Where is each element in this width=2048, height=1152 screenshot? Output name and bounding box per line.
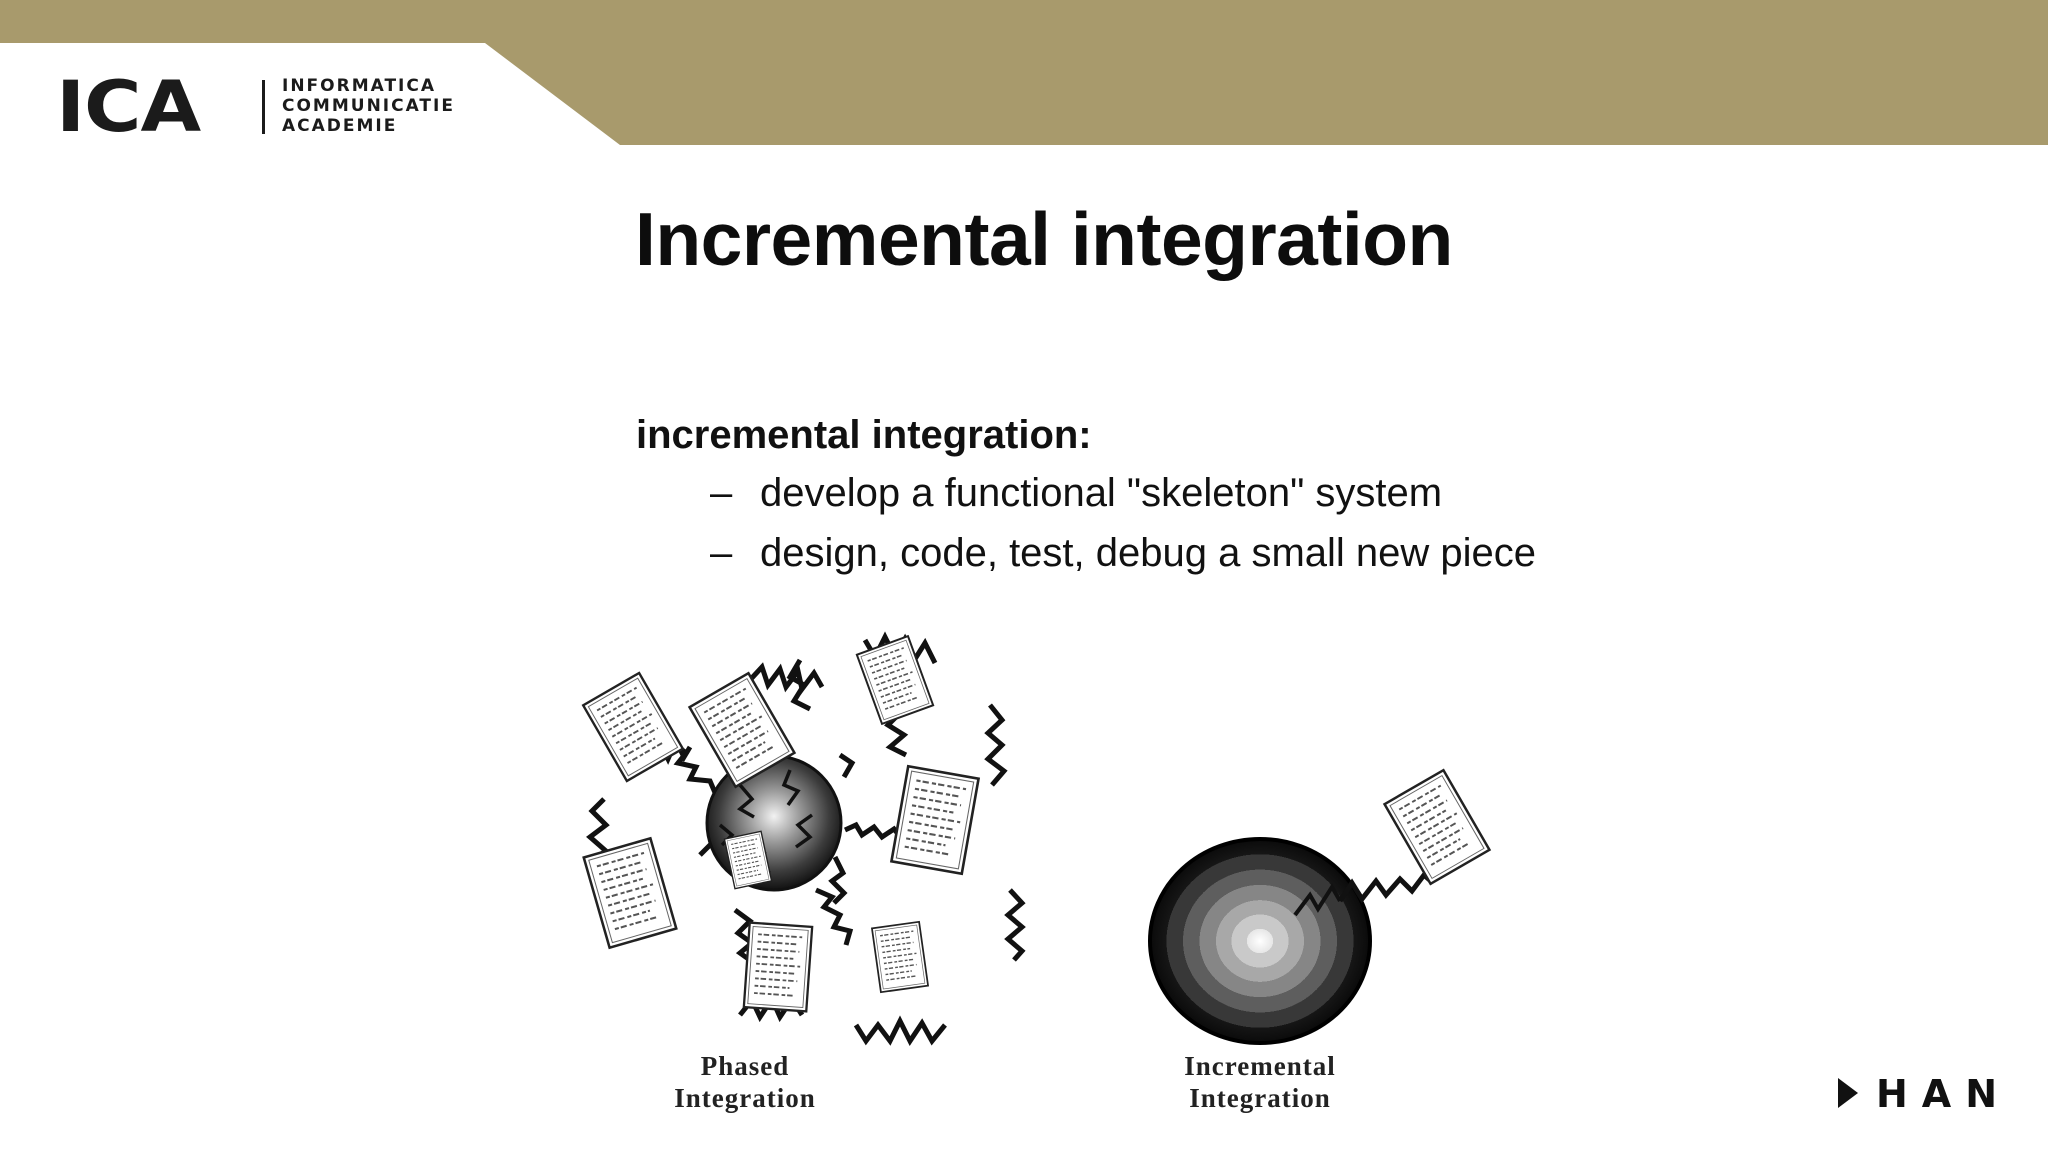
caption-line: Phased	[700, 1051, 790, 1081]
incremental-connector	[1337, 871, 1435, 904]
incremental-new-piece-doc	[1383, 768, 1491, 886]
phased-integration-caption: Phased Integration	[640, 1050, 850, 1114]
ica-logo-wordmark: INFORMATICA COMMUNICATIE ACADEMIE	[282, 76, 455, 136]
logo-divider	[262, 80, 265, 134]
bullet-dash: –	[710, 471, 733, 515]
ica-logo-mark: ICA	[56, 66, 201, 148]
header-banner	[0, 0, 2048, 145]
integration-figure	[581, 631, 1491, 1046]
caption-line: Incremental	[1184, 1051, 1336, 1081]
logo-line: ACADEMIE	[282, 116, 398, 136]
phased-core-sphere	[705, 754, 843, 892]
bullet-item: –design, code, test, debug a small new p…	[710, 531, 1536, 576]
bullet-dash: –	[710, 531, 733, 575]
logo-line: INFORMATICA	[282, 76, 437, 96]
incremental-core-sphere	[1148, 837, 1372, 1045]
slide-lead-text: incremental integration:	[636, 413, 1092, 457]
bullet-item: –develop a functional "skeleton" system	[710, 471, 1442, 516]
bullet-text: design, code, test, debug a small new pi…	[760, 531, 1537, 575]
incremental-integration-caption: Incremental Integration	[1150, 1050, 1370, 1114]
han-logo-text: HAN	[1876, 1072, 2012, 1116]
caption-line: Integration	[674, 1083, 816, 1113]
bullet-text: develop a functional "skeleton" system	[760, 471, 1443, 515]
logo-line: COMMUNICATIE	[282, 96, 455, 116]
caption-line: Integration	[1189, 1083, 1331, 1113]
play-triangle-icon	[1838, 1078, 1858, 1108]
slide-title: Incremental integration	[635, 197, 1453, 281]
